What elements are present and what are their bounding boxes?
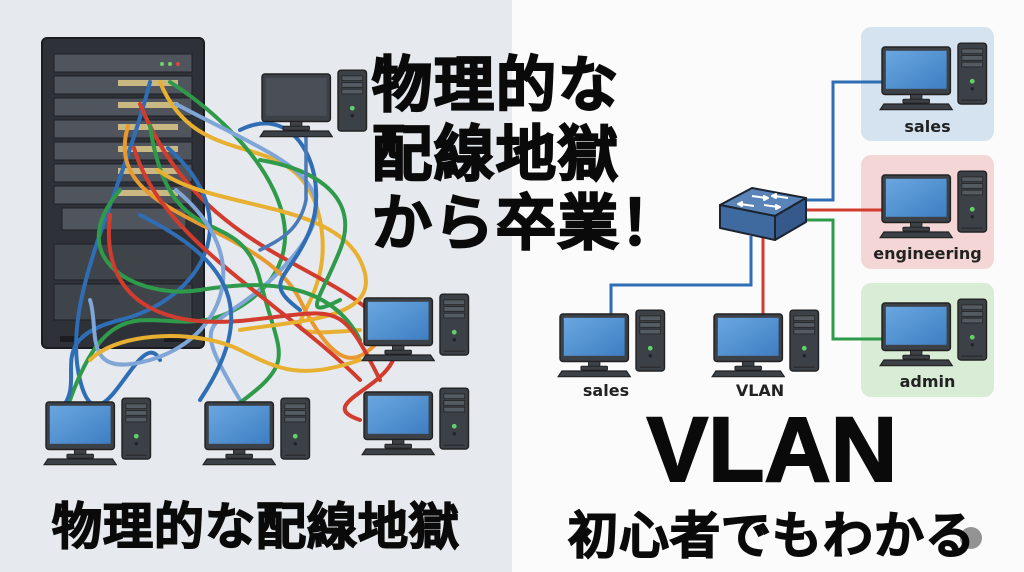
- link-sales-bottom: [609, 236, 753, 314]
- headline: 物理的な 配線地獄 から卒業！: [371, 51, 682, 260]
- pc-label-sales: sales: [582, 381, 630, 400]
- link-admin-group: [800, 218, 882, 341]
- server-rack-icon: [41, 37, 205, 349]
- pc-icon-left-3: [43, 397, 152, 466]
- pc-icon-sales-group: [879, 42, 988, 111]
- vlan-subtitle: 初心者でもわかる: [567, 506, 976, 566]
- pc-label-vlan: VLAN: [735, 381, 785, 400]
- headline-line-3: から卒業！: [371, 189, 682, 260]
- group-label-admin: admin: [899, 372, 956, 391]
- pc-icon-admin-group: [879, 298, 988, 367]
- left-caption: 物理的な配線地獄: [51, 497, 460, 557]
- corner-indicator-icon: [960, 527, 982, 549]
- group-label-engineering: engineering: [873, 244, 982, 263]
- pc-icon-vlan-bottom: [711, 309, 820, 378]
- pc-icon-left-2: [361, 387, 470, 456]
- group-label-sales: sales: [904, 117, 951, 136]
- pc-icon-left-4: [202, 397, 311, 466]
- headline-line-2: 配線地獄: [371, 120, 620, 191]
- pc-icon-sales-bottom: [557, 309, 666, 378]
- headline-line-1: 物理的な: [371, 51, 620, 122]
- pc-icon-engineering-group: [879, 170, 988, 239]
- link-sales-group: [806, 80, 882, 202]
- vlan-links: [609, 80, 882, 341]
- vlan-title: VLAN: [646, 399, 898, 501]
- network-switch-icon: [719, 187, 807, 241]
- tangled-cables: [58, 80, 398, 422]
- pc-icon-left-1: [361, 293, 470, 362]
